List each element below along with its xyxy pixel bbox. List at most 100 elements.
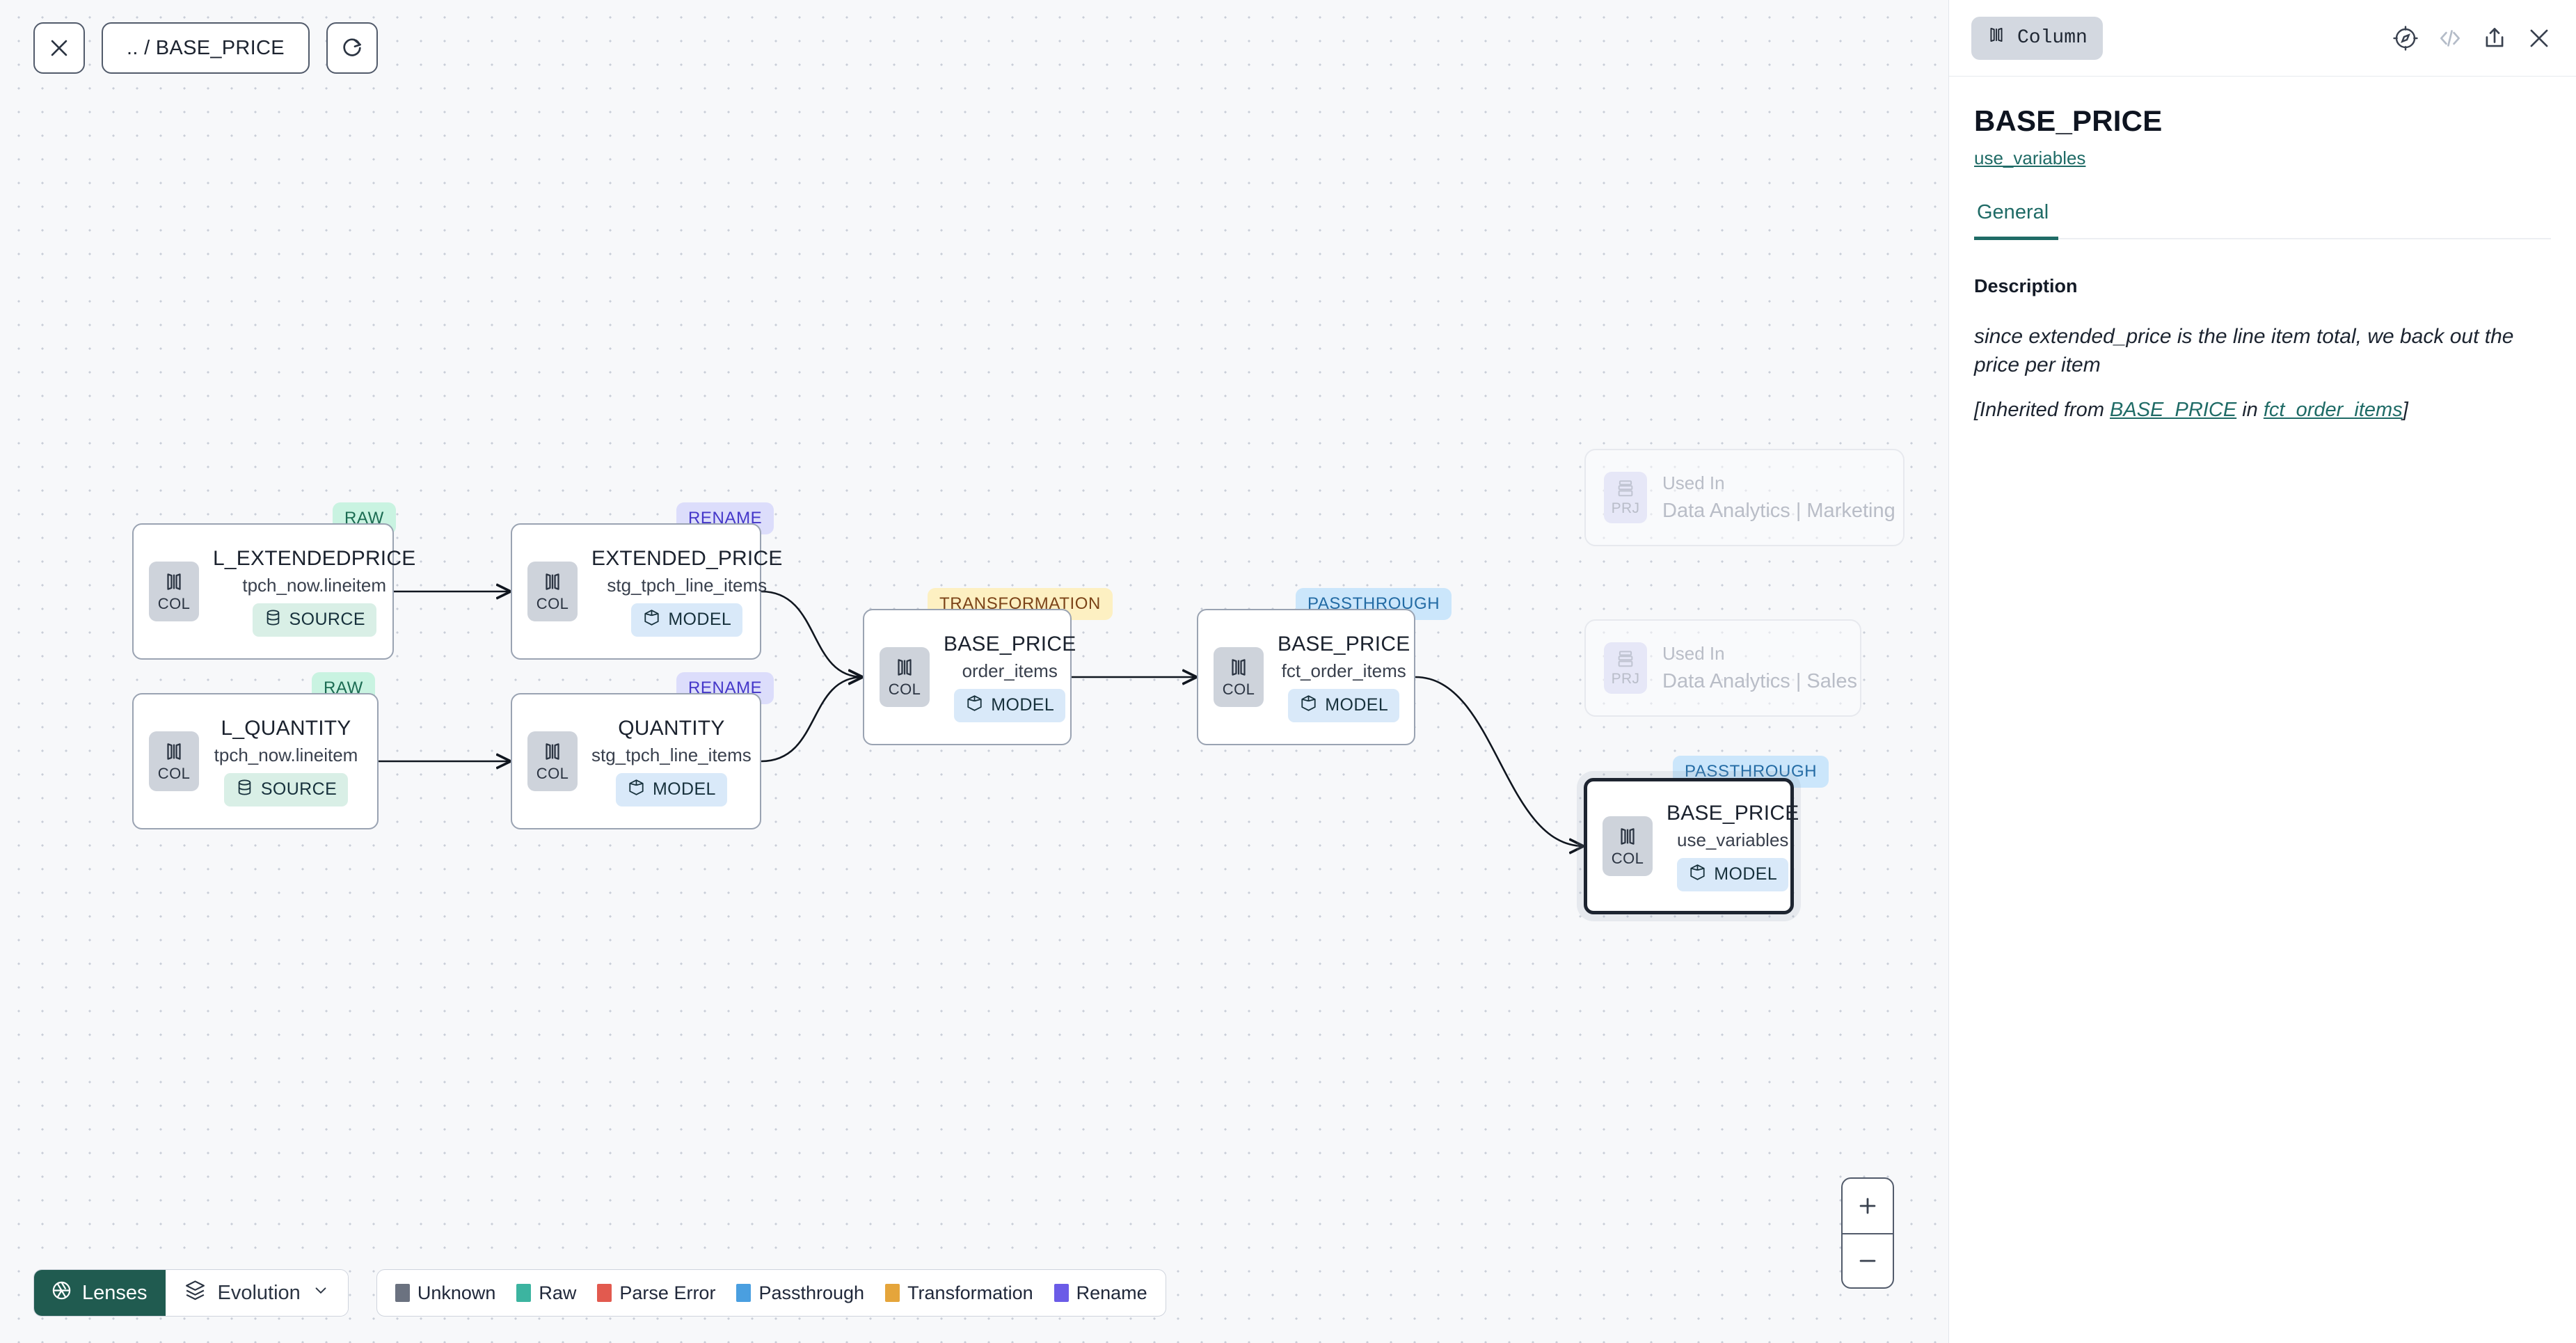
database-icon [264, 608, 283, 632]
node-title: BASE_PRICE [944, 632, 1076, 655]
inherited-column-link[interactable]: BASE_PRICE [2110, 399, 2237, 422]
node-title: QUANTITY [618, 716, 725, 740]
ghost-used-in-label: Used In [1662, 643, 1725, 664]
share-icon[interactable] [2481, 25, 2508, 51]
inherited-suffix: ] [2402, 399, 2408, 422]
node-title: L_EXTENDEDPRICE [213, 546, 416, 570]
node-subtitle: fct_order_items [1281, 660, 1406, 681]
evolution-dropdown[interactable]: Evolution [165, 1270, 348, 1316]
layers-icon [184, 1279, 207, 1308]
database-icon [235, 778, 254, 802]
entity-type-pill: Column [1971, 16, 2103, 60]
node-kind-tag: MODEL [1677, 857, 1789, 891]
close-button[interactable] [33, 22, 85, 74]
node-title: BASE_PRICE [1278, 632, 1410, 655]
column-chip: COL [1214, 647, 1264, 707]
zoom-out-button[interactable] [1843, 1233, 1893, 1287]
project-chip: PRJ [1604, 472, 1647, 523]
zoom-in-button[interactable] [1843, 1179, 1893, 1233]
node-kind-tag: SOURCE [252, 603, 376, 637]
evolution-label: Evolution [217, 1281, 301, 1304]
node-kind-label: SOURCE [289, 610, 365, 629]
node-kind-tag: SOURCE [223, 772, 349, 806]
column-chip: COL [527, 731, 578, 791]
lenses-label: Lenses [82, 1281, 148, 1304]
legend-item[interactable]: Unknown [395, 1282, 496, 1304]
cube-icon [627, 778, 646, 802]
legend-swatch [395, 1284, 410, 1302]
legend-label: Transformation [907, 1282, 1033, 1303]
legend-label: Unknown [417, 1282, 496, 1303]
node-kind-label: MODEL [652, 779, 716, 799]
explore-compass-icon[interactable] [2392, 25, 2419, 51]
node-subtitle: stg_tpch_line_items [591, 744, 752, 765]
project-chip-label: PRJ [1611, 500, 1640, 516]
inherited-model-link[interactable]: fct_order_items [2263, 399, 2403, 422]
edge-fct_order_items-to-use_variables [1415, 676, 1584, 846]
legend-item[interactable]: Parse Error [597, 1282, 715, 1304]
cube-icon [1299, 694, 1318, 717]
column-icon [1987, 25, 2006, 51]
project-chip: PRJ [1604, 642, 1647, 694]
ghost-used-in-label: Used In [1662, 472, 1725, 493]
legend-item[interactable]: Rename [1054, 1282, 1147, 1304]
details-panel-header: Column [1949, 0, 2576, 77]
column-chip: COL [149, 562, 199, 621]
node-kind-label: MODEL [1325, 695, 1389, 715]
panel-close-icon[interactable] [2526, 25, 2552, 51]
inherited-from-note: [Inherited from BASE_PRICE in fct_order_… [1974, 399, 2551, 422]
column-chip-label: COL [157, 595, 191, 612]
node-kind-tag: MODEL [1288, 688, 1400, 722]
legend-item[interactable]: Raw [516, 1282, 576, 1304]
aperture-icon [51, 1280, 72, 1307]
edge-quantity-to-order_items [761, 677, 863, 763]
legend-item[interactable]: Transformation [885, 1282, 1033, 1304]
legend-label: Raw [539, 1282, 577, 1303]
legend-item[interactable]: Passthrough [736, 1282, 864, 1304]
node-kind-tag: MODEL [615, 772, 727, 806]
column-chip: COL [149, 731, 199, 791]
refresh-icon[interactable] [326, 22, 378, 74]
legend-swatch [1054, 1284, 1069, 1302]
column-chip-label: COL [536, 765, 569, 782]
details-panel: Column [1948, 0, 2576, 1343]
column-chip: COL [1603, 816, 1653, 876]
node-subtitle: order_items [962, 660, 1058, 681]
node-subtitle: stg_tpch_line_items [607, 574, 768, 596]
column-chip: COL [880, 647, 930, 707]
column-chip-label: COL [157, 765, 191, 782]
canvas-toolbar: .. / BASE_PRICE [33, 22, 378, 74]
code-icon[interactable] [2437, 25, 2463, 51]
column-chip-label: COL [1222, 681, 1255, 698]
cube-icon [1688, 863, 1707, 887]
description-label: Description [1974, 275, 2078, 296]
node-kind-label: MODEL [1714, 864, 1778, 884]
node-title: L_QUANTITY [221, 716, 351, 740]
project-chip-label: PRJ [1611, 671, 1640, 687]
node-title: EXTENDED_PRICE [591, 546, 783, 570]
tab-general[interactable]: General [1974, 201, 2059, 240]
panel-header-actions [2392, 25, 2552, 51]
column-chip: COL [527, 562, 578, 621]
node-kind-label: SOURCE [260, 779, 337, 799]
lenses-button[interactable]: Lenses [34, 1270, 166, 1316]
node-subtitle: tpch_now.lineitem [214, 744, 358, 765]
bottom-bar: Lenses Evolution Unkno [33, 1269, 1166, 1317]
legend-swatch [597, 1284, 612, 1302]
legend-label: Parse Error [619, 1282, 716, 1303]
node-subtitle: tpch_now.lineitem [242, 574, 387, 596]
parent-model-link[interactable]: use_variables [1974, 148, 2086, 168]
breadcrumb[interactable]: .. / BASE_PRICE [102, 22, 310, 74]
zoom-controls [1841, 1177, 1894, 1289]
